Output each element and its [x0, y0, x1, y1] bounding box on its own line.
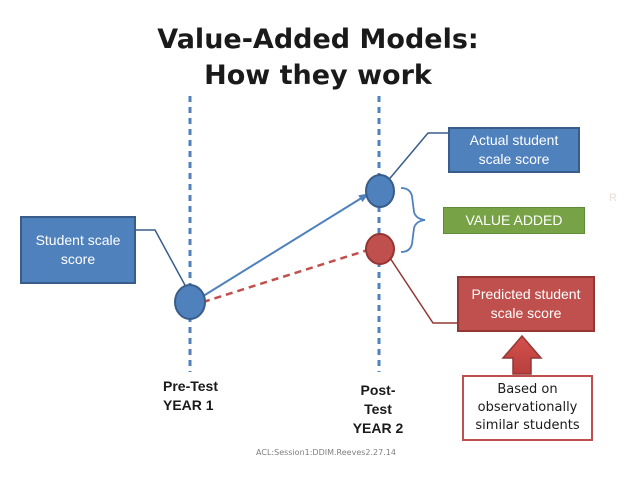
footer-citation: ACL:Session1:DDIM.Reeves2.27.14: [256, 448, 396, 457]
post-test-label: Post- Test YEAR 2: [352, 382, 404, 436]
pre-test-score-circle: [174, 284, 206, 320]
student-connector: [136, 229, 187, 288]
predicted-growth-dashed: [202, 248, 369, 304]
page-title: Value-Added Models: How they work: [118, 22, 518, 94]
actual-growth-arrow: [199, 193, 369, 299]
value-added-box: VALUE ADDED: [443, 207, 585, 234]
title-line-2: How they work: [204, 60, 432, 91]
actual-connector: [385, 132, 448, 184]
value-added-brace: [400, 187, 426, 253]
title-line-1: Value-Added Models:: [157, 24, 479, 55]
pre-test-label: Pre-Test YEAR 1: [163, 378, 218, 413]
predicted-connector: [389, 257, 457, 324]
predicted-student-score-box: Predicted student scale score: [457, 276, 595, 332]
corner-watermark: R: [609, 192, 617, 204]
up-arrow-icon: [501, 334, 543, 375]
based-on-similar-students-box: Based on observationally similar student…: [462, 375, 593, 441]
actual-score-circle: [365, 174, 395, 208]
actual-student-score-box: Actual student scale score: [448, 127, 580, 173]
predicted-score-circle: [365, 233, 395, 265]
student-scale-score-box: Student scale score: [20, 216, 136, 284]
